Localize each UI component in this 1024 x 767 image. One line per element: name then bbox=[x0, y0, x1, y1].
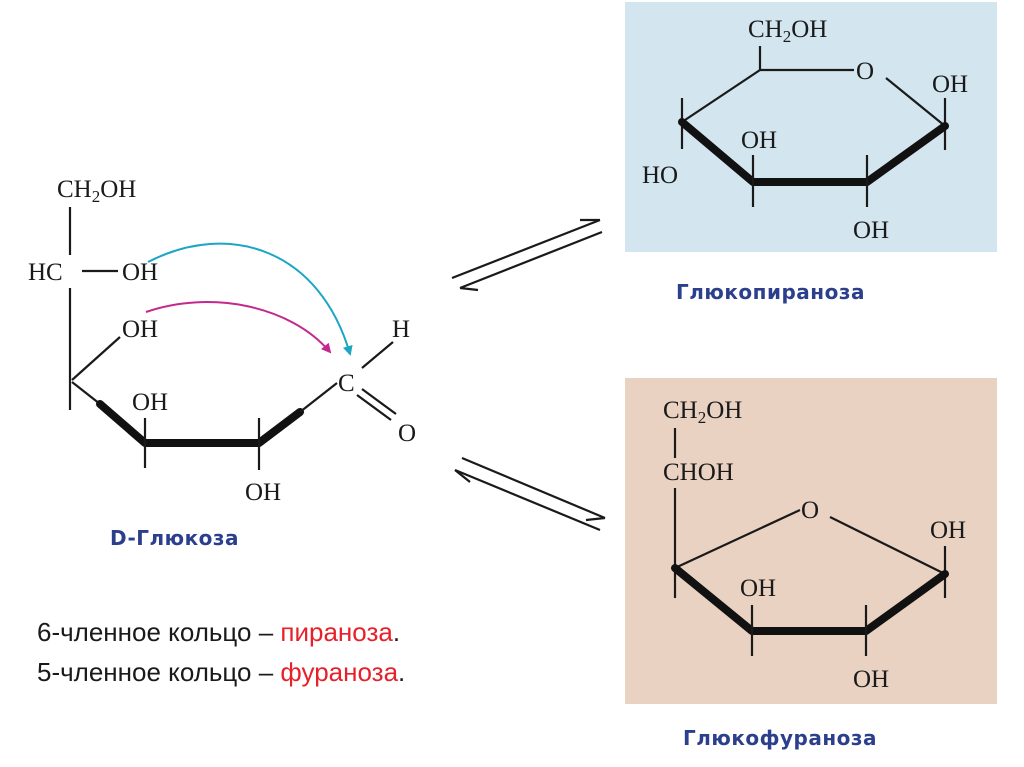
fur-oh1-label: OH bbox=[930, 517, 966, 544]
oc-bond bbox=[71, 336, 121, 381]
oc-front-bonds bbox=[96, 400, 304, 447]
magenta-curved-arrow bbox=[145, 301, 332, 354]
oc-carbon-label: C bbox=[338, 370, 355, 397]
open-chain-glucose: CH2OH HC OH OH OH OH C H O D-Глюкоза bbox=[28, 176, 416, 550]
oc-hc-label: HC bbox=[28, 259, 63, 286]
oc-oh4-label: OH bbox=[122, 316, 158, 343]
oc-bond bbox=[356, 394, 392, 421]
fur-ch2oh-label: CH2OH bbox=[663, 397, 742, 427]
fur-bond bbox=[674, 509, 801, 569]
pyr-oh2-label: OH bbox=[853, 217, 889, 244]
oc-oh2-label: OH bbox=[245, 479, 281, 506]
oc-bond bbox=[361, 341, 394, 369]
pyr-bond bbox=[885, 77, 946, 127]
oc-bond bbox=[361, 388, 397, 415]
pyr-ch2oh-label: CH2OH bbox=[748, 16, 827, 46]
glucofuranose-structure: CH2OH CHOH O OH OH OH bbox=[663, 397, 966, 693]
pyr-ring-o-label: O bbox=[856, 58, 874, 85]
pyr-ho4-label: HO bbox=[642, 162, 678, 189]
note-furanose: 5-членное кольцо – фураноза. bbox=[37, 657, 406, 687]
furanose-panel bbox=[625, 378, 997, 704]
fur-choh-label: CHOH bbox=[663, 459, 734, 486]
oc-ch2oh-label: CH2OH bbox=[57, 176, 136, 206]
ring-size-notes: 6-членное кольцо – пираноза. 5-членное к… bbox=[37, 612, 405, 692]
d-glucose-caption: D-Глюкоза bbox=[110, 526, 239, 550]
oc-h-label: H bbox=[392, 316, 410, 343]
oc-bond bbox=[299, 382, 338, 413]
fur-ring-o-label: O bbox=[801, 497, 819, 524]
fur-oh3-label: OH bbox=[740, 575, 776, 602]
term-furanose: фураноза bbox=[280, 657, 399, 687]
pyr-oh1-label: OH bbox=[932, 71, 968, 98]
fur-bond bbox=[829, 516, 946, 575]
oc-oh3-label: OH bbox=[132, 389, 168, 416]
oc-bond bbox=[71, 381, 101, 405]
note-pyranose: 6-членное кольцо – пираноза. bbox=[37, 617, 401, 647]
glucofuranose-caption: Глюкофураноза bbox=[683, 726, 877, 750]
pyr-front-bonds bbox=[678, 118, 949, 186]
pyr-bond bbox=[681, 69, 761, 123]
equilibrium-arrow-upper bbox=[451, 218, 603, 292]
oc-oh5-label: OH bbox=[122, 259, 158, 286]
fur-oh2-label: OH bbox=[853, 666, 889, 693]
glucopyranose-caption: Глюкопираноза bbox=[676, 280, 865, 304]
oc-o-label: O bbox=[398, 420, 416, 447]
term-pyranose: пираноза bbox=[280, 617, 393, 647]
glucopyranose-structure: CH2OH O OH HO OH OH bbox=[642, 16, 968, 244]
teal-curved-arrow bbox=[147, 242, 353, 356]
fur-front-bonds bbox=[671, 564, 949, 635]
equilibrium-arrow-lower bbox=[454, 456, 606, 532]
pyr-oh3-label: OH bbox=[741, 127, 777, 154]
